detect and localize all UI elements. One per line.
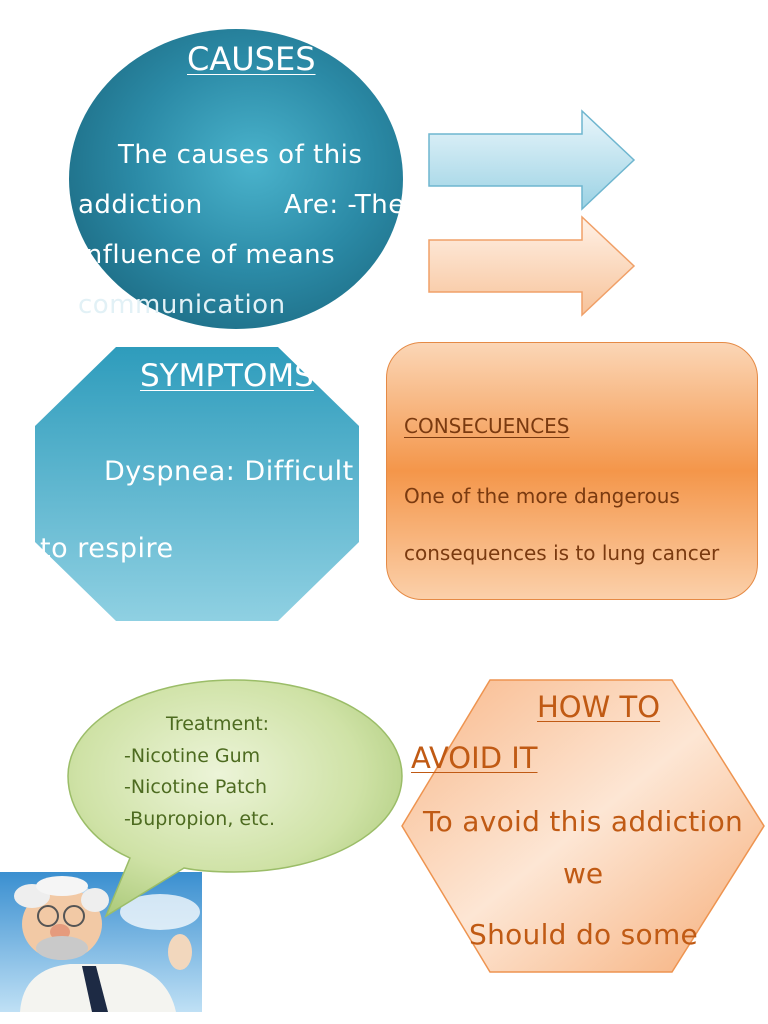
causes-text-line-1: The causes of this bbox=[118, 140, 363, 170]
right-arrow-icon bbox=[428, 215, 636, 317]
consequences-box bbox=[386, 342, 758, 600]
causes-text-line-4: communication bbox=[78, 290, 286, 320]
doctor-cartoon-icon bbox=[0, 872, 202, 1012]
treatment-item: -Nicotine Patch bbox=[124, 776, 268, 798]
treatment-speech-bubble bbox=[67, 679, 403, 918]
right-arrow-icon bbox=[428, 109, 636, 211]
treatment-item: -Nicotine Gum bbox=[124, 745, 261, 767]
symptoms-octagon bbox=[35, 347, 359, 621]
causes-text-line-3: influence of means bbox=[78, 240, 336, 270]
avoid-text-line-1: To avoid this addiction bbox=[423, 805, 744, 838]
avoid-hexagon bbox=[401, 679, 765, 973]
consequences-title: CONSECUENCES bbox=[404, 414, 570, 438]
symptoms-title: SYMPTOMS bbox=[140, 358, 314, 394]
causes-text-line-2b: Are: -The bbox=[284, 190, 405, 220]
consequences-text-line-2: consequences is to lung cancer bbox=[404, 541, 720, 565]
symptoms-text-line-2: to respire bbox=[40, 533, 174, 564]
avoid-title-line-2: AVOID IT bbox=[411, 741, 538, 775]
symptoms-text-line-1: Dyspnea: Difficult bbox=[104, 456, 354, 487]
causes-circle bbox=[69, 29, 403, 329]
avoid-text-line-3: Should do some bbox=[469, 918, 699, 951]
treatment-title: Treatment: bbox=[166, 713, 270, 735]
avoid-title-line-1: HOW TO bbox=[537, 690, 661, 724]
avoid-text-line-2: we bbox=[563, 857, 604, 890]
causes-text-line-2a: addiction bbox=[78, 190, 203, 220]
causes-title: CAUSES bbox=[187, 40, 316, 78]
treatment-item: -Bupropion, etc. bbox=[124, 808, 276, 830]
consequences-text-line-1: One of the more dangerous bbox=[404, 484, 680, 508]
